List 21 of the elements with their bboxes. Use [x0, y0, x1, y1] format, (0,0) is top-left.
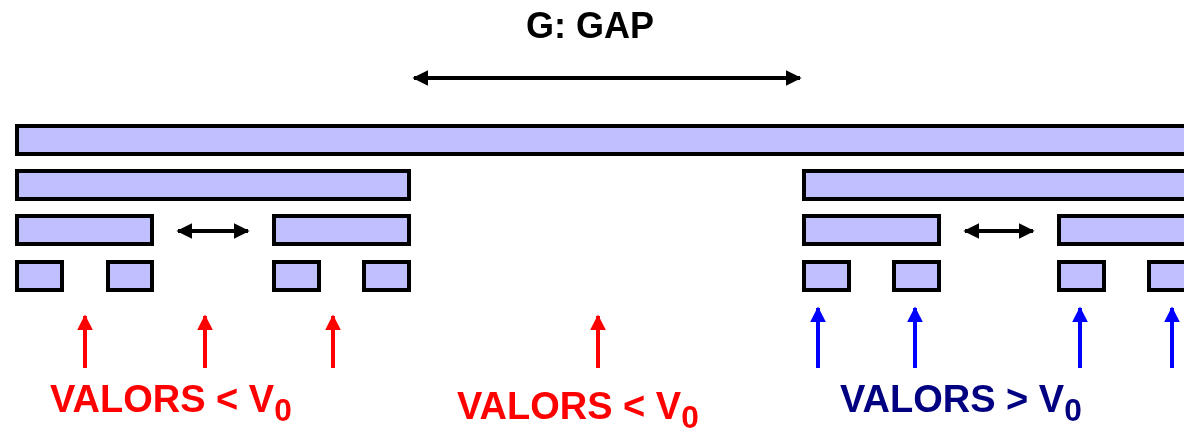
bar — [802, 260, 851, 292]
bar — [15, 169, 411, 201]
bar — [802, 169, 1184, 201]
arrow — [176, 223, 250, 239]
bar — [15, 260, 64, 292]
bar — [106, 260, 154, 292]
bar — [15, 124, 1184, 156]
range-label: VALORS < V$_{0}$ — [50, 378, 292, 429]
range-label: VALORS < V$_{0}$ — [457, 385, 699, 436]
bar — [362, 260, 411, 292]
title-text: G: GAP — [526, 5, 654, 47]
bar — [1057, 260, 1106, 292]
bar — [272, 214, 411, 246]
bar — [1057, 214, 1184, 246]
bar — [15, 214, 154, 246]
arrow — [963, 223, 1035, 239]
range-label: VALORS > V$_{0}$ — [840, 378, 1082, 429]
bar — [892, 260, 941, 292]
bar — [802, 214, 941, 246]
bar — [272, 260, 321, 292]
bar — [1147, 260, 1184, 292]
